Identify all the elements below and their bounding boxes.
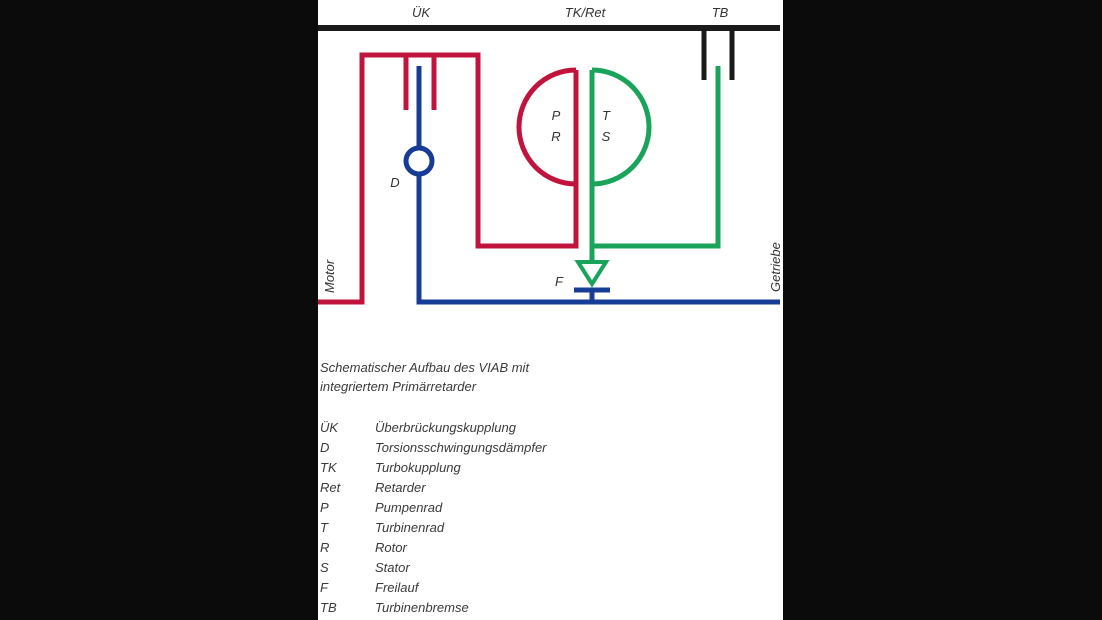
label-s: S <box>602 129 611 144</box>
caption-line-1: Schematischer Aufbau des VIAB mit <box>320 360 530 375</box>
legend-term: Pumpenrad <box>375 500 443 515</box>
label-d: D <box>390 175 399 190</box>
legend-row: Ret Retarder <box>320 478 547 498</box>
label-r: R <box>551 129 560 144</box>
label-motor: Motor <box>322 259 337 293</box>
turbine-stator-half-wheel <box>591 67 652 187</box>
legend-row: F Freilauf <box>320 578 547 598</box>
legend-abbreviation: T <box>320 520 328 535</box>
diagram-panel: ÜK TK/Ret TB P R T S D F Motor Getriebe … <box>318 0 783 620</box>
legend-row: TK Turbokupplung <box>320 458 547 478</box>
legend-row: D Torsionsschwingungsdämpfer <box>320 438 547 458</box>
label-t: T <box>602 108 611 123</box>
motor-shaft-red <box>318 52 579 305</box>
legend-row: R Rotor <box>320 538 547 558</box>
legend-row: S Stator <box>320 558 547 578</box>
legend-term: Retarder <box>375 480 426 495</box>
legend-abbreviation: R <box>320 540 330 555</box>
legend-abbreviation: S <box>320 560 329 575</box>
legend-abbreviation: D <box>320 440 330 455</box>
label-tb: TB <box>712 5 729 20</box>
label-p: P <box>552 108 561 123</box>
pump-rotor-half-wheel <box>516 67 577 187</box>
legend-row: TB Turbinenbremse <box>320 598 547 618</box>
output-shaft-blue <box>416 174 780 305</box>
legend-term: Stator <box>375 560 410 575</box>
legend-abbreviation: ÜK <box>320 420 339 435</box>
caption-line-2: integriertem Primärretarder <box>320 379 477 394</box>
label-uk: ÜK <box>412 5 431 20</box>
legend-abbreviation: TK <box>320 460 337 475</box>
legend-term: Rotor <box>375 540 407 555</box>
legend-row: T Turbinenrad <box>320 518 547 538</box>
legend-term: Überbrückungskupplung <box>375 420 516 435</box>
legend-term: Turbinenrad <box>375 520 445 535</box>
legend-term: Turbokupplung <box>375 460 461 475</box>
freewheel-triangle <box>574 260 610 288</box>
viab-schematic: ÜK TK/Ret TB P R T S D F Motor Getriebe <box>318 5 783 305</box>
damper-circle <box>403 145 435 177</box>
turbine-brake-line-green <box>592 66 721 249</box>
label-getriebe: Getriebe <box>768 242 783 292</box>
legend-abbreviation: Ret <box>320 480 341 495</box>
legend-term: Torsionsschwingungsdämpfer <box>375 440 547 455</box>
legend-abbreviation: TB <box>320 600 337 615</box>
legend-abbreviation: P <box>320 500 329 515</box>
label-f: F <box>555 274 564 289</box>
legend-row: P Pumpenrad <box>320 498 547 518</box>
legend-term: Turbinenbremse <box>375 600 469 615</box>
legend-row: ÜK Überbrückungskupplung <box>320 418 547 438</box>
figure-caption: Schematischer Aufbau des VIAB mit integr… <box>320 358 620 396</box>
legend-term: Freilauf <box>375 580 419 595</box>
legend-abbreviation: F <box>320 580 328 595</box>
label-tk-ret: TK/Ret <box>565 5 607 20</box>
